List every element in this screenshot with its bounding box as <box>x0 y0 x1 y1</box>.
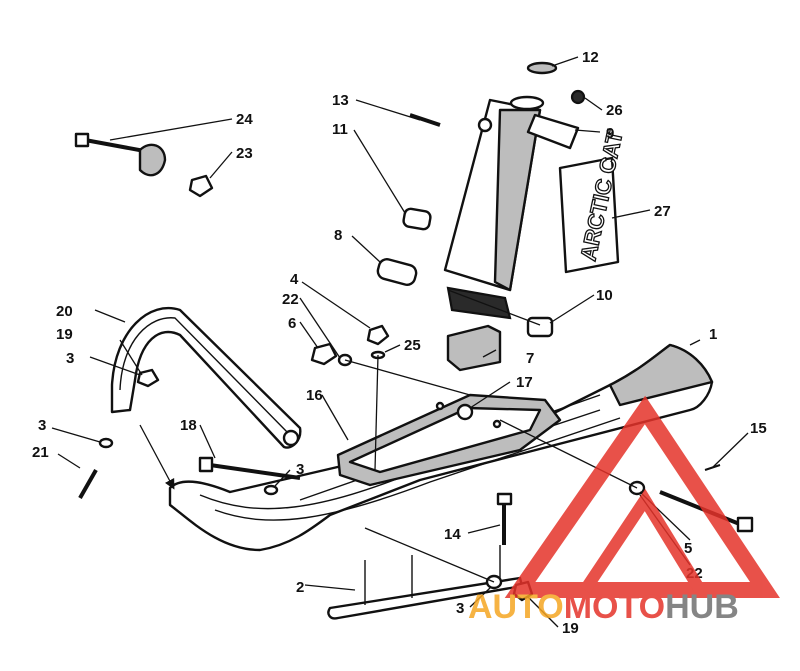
rubber-block <box>446 324 502 372</box>
callout-13: 13 <box>332 92 349 109</box>
watermark: AUTOMOTOHUB <box>468 395 780 626</box>
bushing-11 <box>402 207 432 231</box>
callout-3d: 3 <box>456 600 464 617</box>
callout-6: 6 <box>288 315 296 332</box>
bushing-8 <box>376 258 418 286</box>
callout-12: 12 <box>582 49 599 66</box>
callout-15: 15 <box>750 420 767 437</box>
bolt-15 <box>659 490 754 533</box>
callout-3a: 3 <box>66 350 74 367</box>
callout-14: 14 <box>444 526 461 543</box>
callout-3b: 3 <box>38 417 46 434</box>
callout-3c: 3 <box>296 461 304 478</box>
callout-9: 9 <box>606 125 614 142</box>
callout-20: 20 <box>56 303 73 320</box>
bolt-21 <box>78 469 98 499</box>
callout-16: 16 <box>306 387 323 404</box>
watermark-auto: AUTO <box>468 588 564 626</box>
stud-14 <box>496 492 513 545</box>
svg-text:AUTOMOTOHUB: AUTOMOTOHUB <box>468 588 739 626</box>
callout-17: 17 <box>516 374 533 391</box>
spindle-bracket <box>336 393 562 487</box>
callout-7: 7 <box>526 350 534 367</box>
watermark-logo-inner <box>580 488 706 594</box>
callout-2: 2 <box>296 579 304 596</box>
watermark-logo-outer <box>504 395 780 598</box>
leader-lines <box>51 56 749 628</box>
callout-4: 4 <box>290 271 299 288</box>
lower-mount <box>446 286 554 338</box>
callout-24: 24 <box>236 111 253 128</box>
callout-10: 10 <box>596 287 613 304</box>
callout-25: 25 <box>404 337 421 354</box>
callout-21: 21 <box>32 444 49 461</box>
callout-11: 11 <box>332 121 348 138</box>
spindle-tube <box>443 95 580 292</box>
callout-19a: 19 <box>56 326 73 343</box>
wear-bar <box>327 545 524 620</box>
callout-26: 26 <box>606 102 623 119</box>
watermark-moto: MOTO <box>564 588 665 626</box>
callout-27: 27 <box>654 203 671 220</box>
callout-5: 5 <box>684 540 692 557</box>
watermark-hub: HUB <box>665 588 739 626</box>
bolt-24 <box>74 132 214 198</box>
callout-labels: 1 2 3 3 3 3 4 5 6 7 8 9 10 11 12 13 14 1… <box>32 49 767 637</box>
callout-18: 18 <box>180 417 197 434</box>
callout-22a: 22 <box>282 291 299 308</box>
callout-23: 23 <box>236 145 253 162</box>
ski-handle <box>110 307 302 449</box>
callout-19b: 19 <box>562 620 579 637</box>
callout-8: 8 <box>334 227 342 244</box>
callout-1: 1 <box>709 326 717 343</box>
